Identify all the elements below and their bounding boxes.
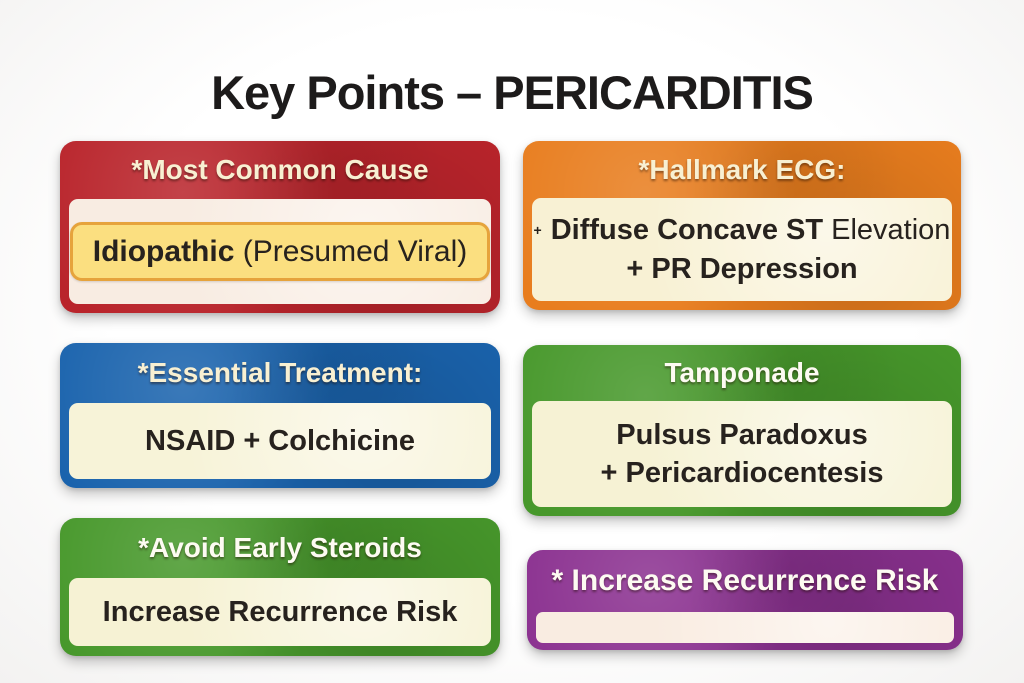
tamponade-line-1: Pulsus Paradoxus	[616, 416, 867, 454]
idiopathic-label: Idiopathic	[92, 234, 235, 268]
card-tamponade: Tamponade Pulsus Paradoxus + Pericardioc…	[523, 345, 961, 516]
page-title: Key Points – PERICARDITIS	[211, 66, 814, 120]
card-body-tamponade: Pulsus Paradoxus + Pericardiocentesis	[532, 401, 952, 507]
ecg-line-1: + Diffuse Concave ST Elevation	[534, 211, 951, 249]
card-body-increase-recurrence-risk	[536, 612, 954, 643]
card-header-tamponade: Tamponade	[664, 357, 820, 388]
bullet-plus-icon: +	[533, 222, 542, 239]
card-avoid-early-steroids: *Avoid Early Steroids Increase Recurrenc…	[60, 518, 500, 656]
tamponade-line-2: + Pericardiocentesis	[601, 454, 884, 492]
card-body-hallmark-ecg: + Diffuse Concave ST Elevation + PR Depre…	[532, 198, 952, 301]
card-header-essential-treatment: *Essential Treatment:	[137, 357, 423, 388]
steroids-line-text: Increase Recurrence Risk	[102, 595, 458, 628]
ecg-line-2-bold: + PR Depression	[626, 252, 858, 285]
card-hallmark-ecg: *Hallmark ECG: + Diffuse Concave ST Eleva…	[523, 141, 961, 310]
tamponade-line-2-text: + Pericardiocentesis	[600, 457, 884, 489]
card-header-avoid-early-steroids: *Avoid Early Steroids	[138, 532, 422, 563]
card-body-avoid-early-steroids: Increase Recurrence Risk	[69, 578, 491, 646]
ecg-line-1-rest: Elevation	[823, 214, 951, 247]
card-body-essential-treatment: NSAID + Colchicine	[69, 403, 491, 479]
treatment-line: NSAID + Colchicine	[145, 422, 415, 460]
card-header-hallmark-ecg: *Hallmark ECG:	[638, 153, 846, 185]
tamponade-line-1-text: Pulsus Paradoxus	[616, 418, 868, 451]
card-essential-treatment: *Essential Treatment: NSAID + Colchicine	[60, 343, 500, 488]
treatment-line-text: NSAID + Colchicine	[145, 424, 415, 457]
ecg-line-2: + PR Depression	[626, 250, 857, 288]
card-header-most-common-cause: *Most Common Cause	[131, 154, 429, 185]
presumed-viral-label: (Presumed Viral)	[234, 234, 468, 268]
ecg-line-1-bold: Diffuse Concave ST	[550, 214, 824, 247]
idiopathic-highlight-box: Idiopathic (Presumed Viral)	[69, 221, 491, 282]
card-body-most-common-cause: Idiopathic (Presumed Viral)	[69, 199, 491, 304]
card-header-increase-recurrence-risk: * Increase Recurrence Risk	[551, 564, 939, 597]
card-increase-recurrence-risk: * Increase Recurrence Risk	[527, 550, 963, 650]
steroids-line: Increase Recurrence Risk	[103, 593, 458, 631]
card-most-common-cause: *Most Common Cause Idiopathic (Presumed …	[60, 141, 500, 313]
